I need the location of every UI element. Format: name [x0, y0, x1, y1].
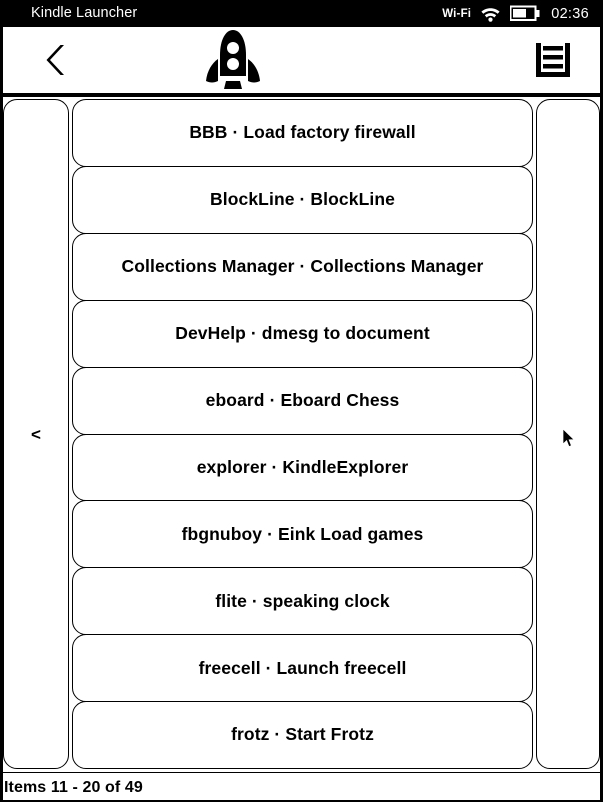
footer-bar: Items 11 - 20 of 49: [0, 772, 603, 802]
app-label: DevHelp · dmesg to document: [175, 323, 430, 344]
list-item[interactable]: fbgnuboy · Eink Load games: [72, 500, 533, 569]
list-item[interactable]: eboard · Eboard Chess: [72, 366, 533, 435]
battery-icon: [509, 5, 540, 22]
app-label: fbgnuboy · Eink Load games: [181, 523, 424, 544]
list-item[interactable]: Collections Manager · Collections Manage…: [72, 232, 533, 301]
hamburger-menu-icon: [533, 40, 573, 80]
rocket-logo-icon: [201, 29, 265, 91]
previous-page-label: <: [31, 424, 41, 444]
next-page-button[interactable]: [536, 99, 600, 769]
list-item[interactable]: explorer · KindleExplorer: [72, 433, 533, 502]
app-list: BBB · Load factory firewall BlockLine · …: [72, 99, 533, 770]
app-header: [0, 27, 603, 97]
app-label: BlockLine · BlockLine: [210, 189, 395, 210]
list-item[interactable]: BBB · Load factory firewall: [72, 99, 533, 167]
app-label: BBB · Load factory firewall: [189, 122, 416, 143]
launcher-body: < BBB · Load factory firewall BlockLine …: [0, 97, 603, 772]
list-item[interactable]: BlockLine · BlockLine: [72, 165, 533, 234]
app-label: flite · speaking clock: [215, 590, 390, 611]
previous-page-button[interactable]: <: [3, 99, 69, 769]
item-range-status: Items 11 - 20 of 49: [4, 778, 143, 796]
list-item[interactable]: freecell · Launch freecell: [72, 634, 533, 703]
app-label: freecell · Launch freecell: [198, 657, 407, 678]
list-item[interactable]: flite · speaking clock: [72, 567, 533, 636]
status-bar: Kindle Launcher Wi-Fi 02:36: [0, 0, 603, 27]
chevron-left-icon: [43, 43, 69, 77]
status-bar-indicators: Wi-Fi 02:36: [442, 0, 589, 27]
app-label: explorer · KindleExplorer: [196, 456, 409, 477]
list-item[interactable]: frotz · Start Frotz: [72, 701, 533, 770]
wifi-icon: [480, 6, 501, 22]
app-label: eboard · Eboard Chess: [205, 389, 400, 410]
status-bar-title: Kindle Launcher: [31, 5, 138, 22]
app-label: frotz · Start Frotz: [231, 724, 374, 745]
launcher-logo: [0, 27, 603, 93]
wifi-label: Wi-Fi: [442, 7, 472, 20]
menu-button[interactable]: [525, 27, 581, 93]
status-bar-clock: 02:36: [551, 5, 589, 22]
list-item[interactable]: DevHelp · dmesg to document: [72, 299, 533, 368]
back-button[interactable]: [30, 27, 82, 93]
app-label: Collections Manager · Collections Manage…: [121, 256, 484, 277]
